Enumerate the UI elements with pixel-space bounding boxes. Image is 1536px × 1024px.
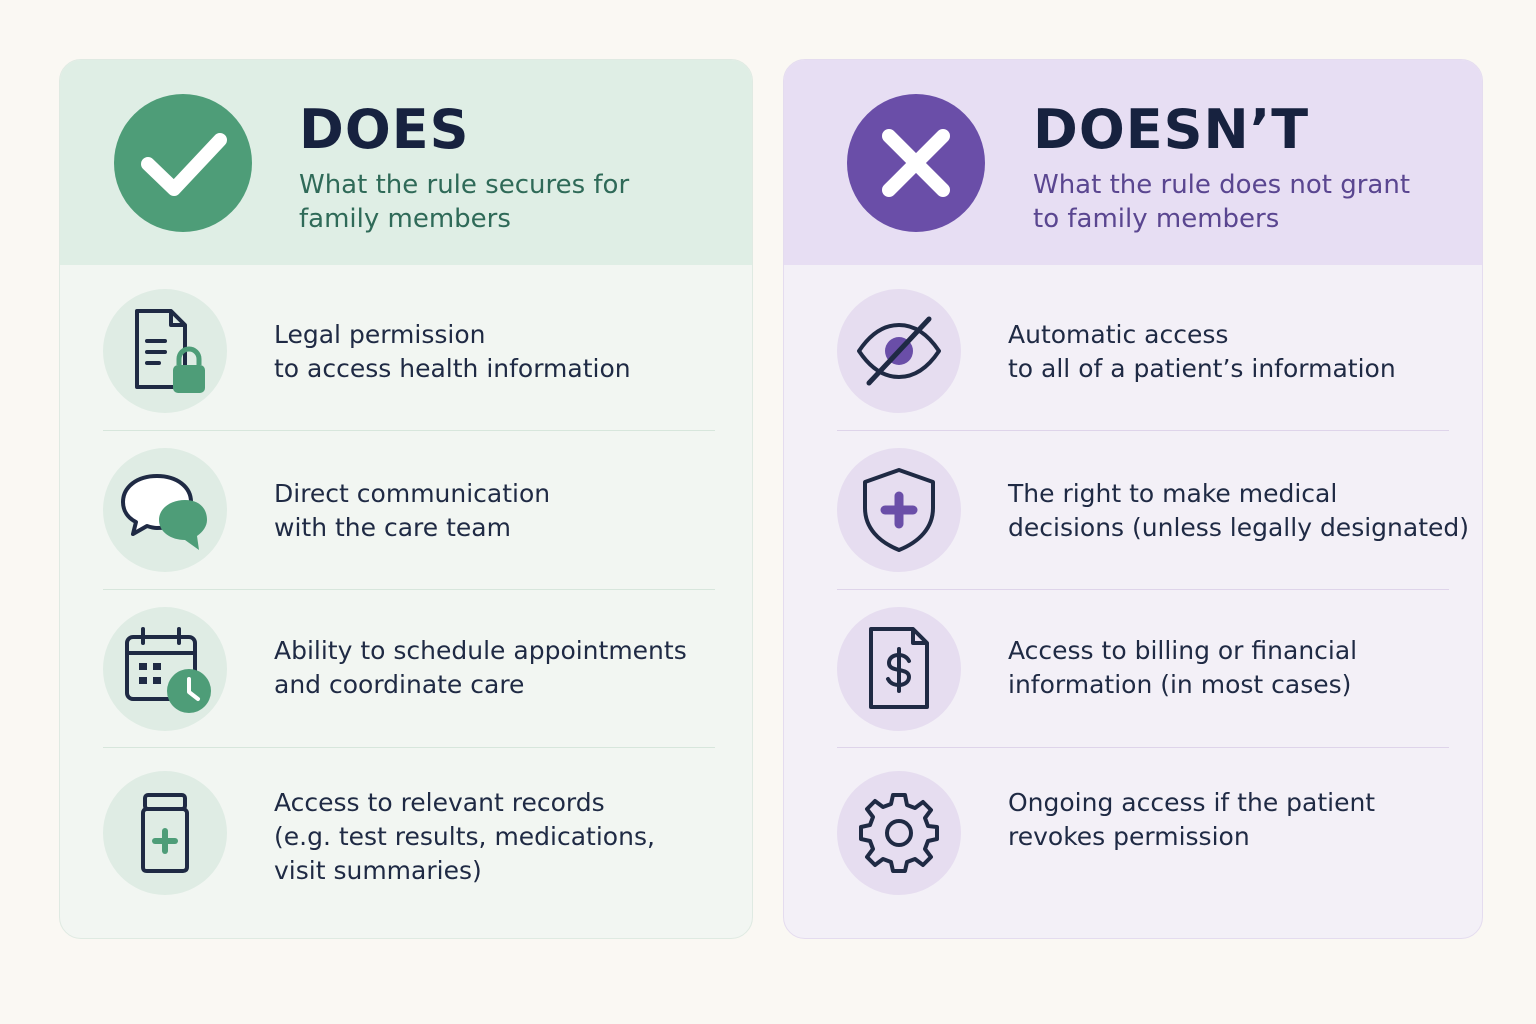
- list-item: Access to billing or financial informati…: [837, 591, 1449, 749]
- medicine-bottle-icon: [103, 771, 227, 895]
- list-item: Automatic access to all of a patient’s i…: [837, 272, 1449, 430]
- chat-bubbles-icon: [103, 448, 227, 572]
- doesnt-subtitle-line1: What the rule does not grant: [1033, 170, 1411, 200]
- list-item: Access to relevant records (e.g. test re…: [103, 750, 715, 930]
- does-subtitle-line1: What the rule secures for: [299, 170, 630, 200]
- list-item: Legal permission to access health inform…: [103, 272, 715, 430]
- document-lock-icon: [103, 289, 227, 413]
- check-icon: [114, 94, 252, 232]
- does-subtitle: What the rule secures for family members: [299, 168, 679, 236]
- list-item: The right to make medical decisions (unl…: [837, 432, 1469, 590]
- doesnt-panel: DOESN’T What the rule does not grant to …: [783, 59, 1483, 939]
- does-item-2-text: Direct communication with the care team: [274, 479, 551, 542]
- divider: [103, 430, 715, 431]
- does-title: DOES: [299, 98, 470, 161]
- list-item: Ongoing access if the patient revokes pe…: [837, 750, 1449, 930]
- doesnt-item-3-text: Access to billing or financial informati…: [1008, 636, 1358, 699]
- divider: [103, 589, 715, 590]
- x-icon: [847, 94, 985, 232]
- doesnt-title: DOESN’T: [1033, 98, 1310, 161]
- divider: [103, 747, 715, 748]
- doesnt-item-1-text: Automatic access to all of a patient’s i…: [1008, 320, 1396, 383]
- divider: [837, 589, 1449, 590]
- calendar-clock-icon: [103, 607, 227, 731]
- eye-slash-icon: [837, 289, 961, 413]
- does-header: DOES What the rule secures for family me…: [60, 60, 752, 265]
- shield-cross-icon: [837, 448, 961, 572]
- doesnt-item-4-text: Ongoing access if the patient revokes pe…: [1008, 788, 1376, 851]
- divider: [837, 747, 1449, 748]
- gear-icon: [837, 771, 961, 895]
- divider: [837, 430, 1449, 431]
- does-subtitle-line2: family members: [299, 204, 511, 234]
- does-item-4-text: Access to relevant records (e.g. test re…: [274, 788, 655, 885]
- does-item-3-text: Ability to schedule appointments and coo…: [274, 636, 687, 699]
- list-item: Direct communication with the care team: [103, 432, 715, 590]
- dollar-document-icon: [837, 607, 961, 731]
- does-item-1-text: Legal permission to access health inform…: [274, 320, 631, 383]
- does-panel: DOES What the rule secures for family me…: [59, 59, 753, 939]
- doesnt-header: DOESN’T What the rule does not grant to …: [784, 60, 1482, 265]
- doesnt-item-2-text: The right to make medical decisions (unl…: [1008, 479, 1469, 542]
- doesnt-subtitle: What the rule does not grant to family m…: [1033, 168, 1433, 236]
- list-item: Ability to schedule appointments and coo…: [103, 591, 715, 749]
- doesnt-subtitle-line2: to family members: [1033, 204, 1280, 234]
